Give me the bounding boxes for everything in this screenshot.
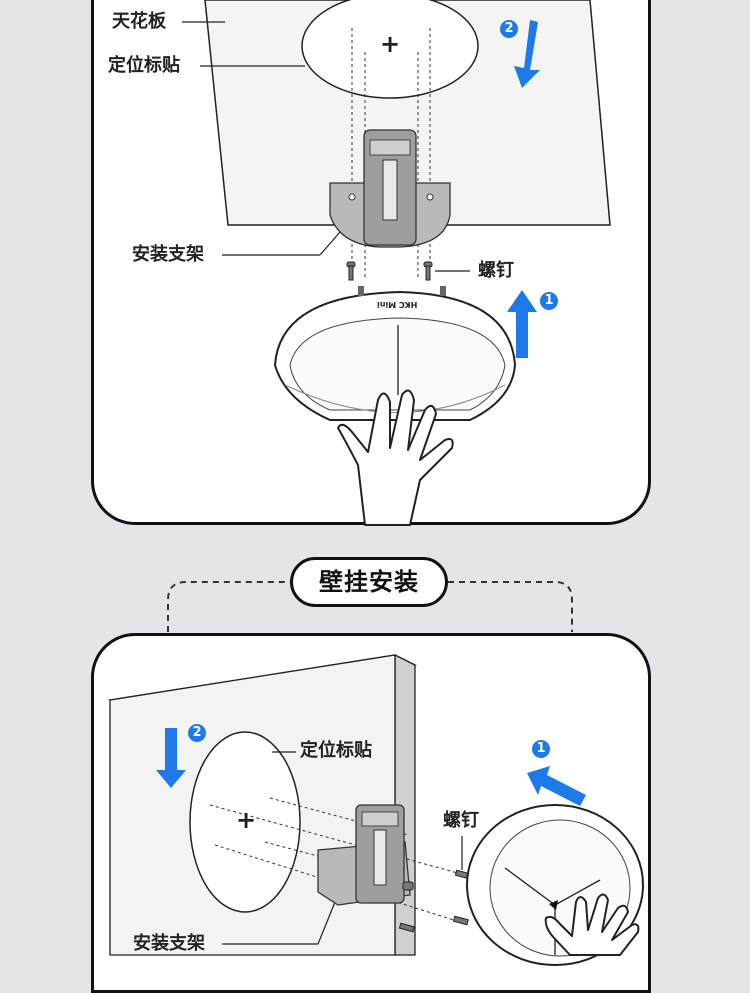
mounting-bracket-label: 安装支架 [132,244,204,265]
wall-mounting-bracket-label: 安装支架 [133,933,205,954]
position-sticker-label: 定位标贴 [108,55,180,76]
wall-step-badge-2: 2 [188,724,206,742]
wall-hand-icon [544,893,640,956]
ceiling-mounting-bracket [329,129,451,248]
ceiling-arrow-up-icon [507,290,537,358]
wall-leader-lines [222,836,463,945]
wall-mounting-bracket [317,804,411,906]
ceiling-screws [346,261,433,281]
wall-center-mark: + [236,806,257,834]
wall-arrow-in-icon [527,766,586,806]
section-heading-wall-mount: 壁挂安装 [290,557,448,607]
wall-screw-label: 螺钉 [443,810,479,831]
wall-step-badge-1: 1 [532,740,550,758]
ceiling-hand-icon [337,389,454,526]
screw-label: 螺钉 [478,260,514,281]
ceiling-label: 天花板 [112,11,166,32]
step-badge-2: 2 [500,20,518,38]
ceiling-leader-lines [182,21,470,272]
ceiling-lamp [273,286,517,421]
wall-position-sticker [189,731,466,923]
ceiling-center-mark: + [380,30,401,58]
step-badge-1: 1 [540,292,558,310]
ceiling-arrow-down-icon [514,20,540,88]
wall-arrow-down-icon [156,728,186,788]
section-dashed-frame [167,581,573,632]
wall-position-sticker-label: 定位标贴 [300,740,372,761]
